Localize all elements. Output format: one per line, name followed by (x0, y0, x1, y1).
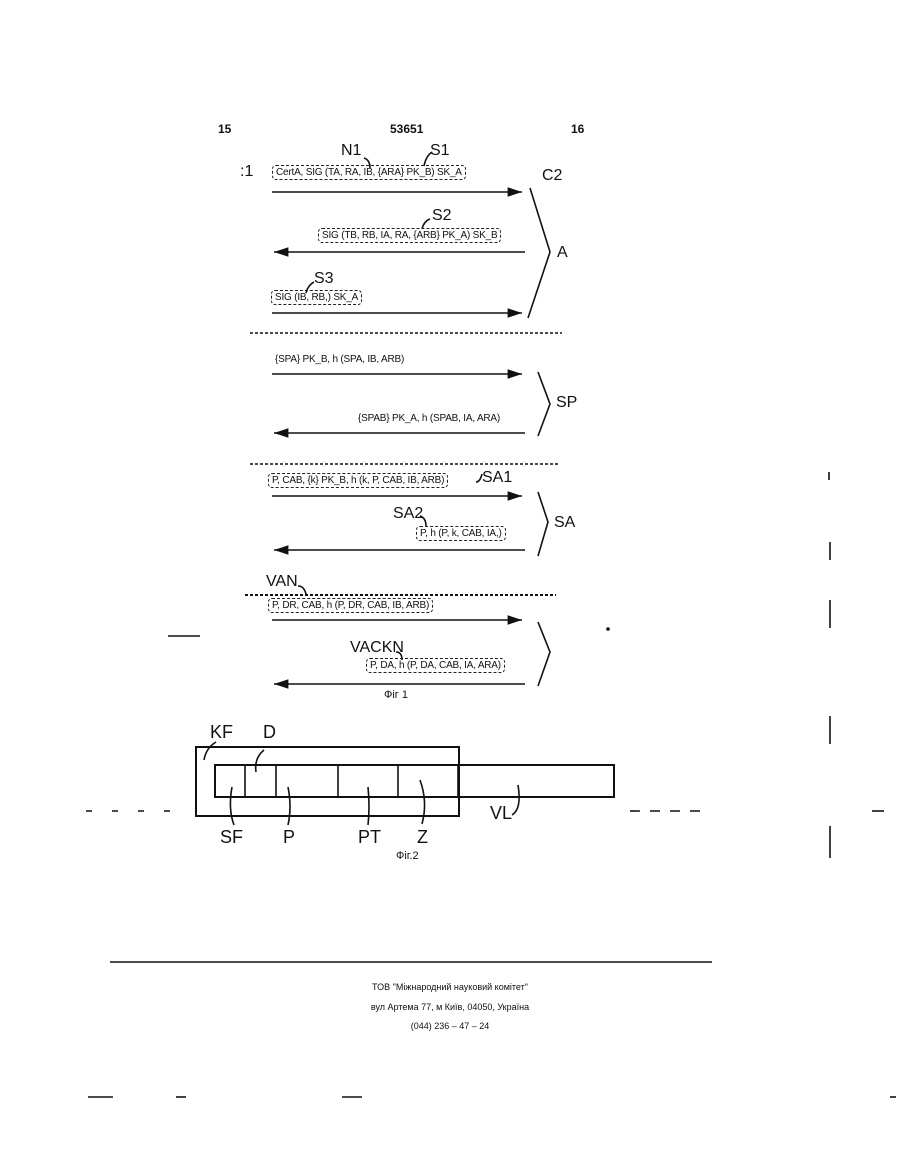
label-s3: S3 (314, 270, 334, 288)
label-kf: KF (210, 722, 233, 743)
kf-frame (196, 747, 459, 816)
label-sf: SF (220, 827, 243, 848)
label-sp: SP (556, 394, 577, 412)
label-z: Z (417, 827, 428, 848)
message-1: CertA, SIG (TA, RA, IB, {ARA} PK_B) SK_A (272, 165, 466, 180)
pointer-p (288, 787, 290, 825)
label-sa: SA (554, 514, 575, 532)
message-9: P, DA, h (P, DA, CAB, IA, ARA) (366, 658, 505, 673)
label-p: P (283, 827, 295, 848)
label-s2: S2 (432, 207, 452, 225)
label-sa2: SA2 (393, 505, 423, 523)
message-8: P, DR, CAB, h (P, DR, CAB, IB, ARB) (268, 598, 433, 613)
data-row (215, 765, 614, 797)
figure-1-caption: Фіг 1 (384, 689, 408, 701)
message-4: {SPA} PK_B, h (SPA, IB, ARB) (275, 354, 404, 365)
left-column-label: :1 (240, 163, 253, 181)
message-2: SIG (TB, RB, IA, RA, {ARB} PK_A) SK_B (318, 228, 501, 243)
message-5: {SPAB} PK_A, h (SPAB, IA, ARA) (358, 413, 500, 424)
pointer-sf (230, 787, 234, 825)
message-7: P, h (P, k, CAB, IA,) (416, 526, 506, 541)
pointer-vl (512, 785, 519, 815)
pointer-kf (204, 742, 216, 760)
message-3: SIG (IB, RB,) SK_A (271, 290, 362, 305)
brace-sp (538, 372, 550, 436)
label-vackn: VACKN (350, 639, 404, 657)
label-van: VAN (266, 573, 298, 591)
right-column-label: C2 (542, 167, 562, 185)
label-s1: S1 (430, 142, 450, 160)
pointer-z (420, 780, 425, 824)
label-a: A (557, 244, 568, 262)
brace-a (528, 188, 550, 318)
pointer-van (298, 586, 306, 594)
label-pt: PT (358, 827, 381, 848)
label-n1: N1 (341, 142, 361, 160)
pointer-pt (368, 787, 369, 825)
footer-line-3: (044) 236 – 47 – 24 (0, 1021, 900, 1031)
brace-va (538, 622, 550, 686)
figure-2-caption: Фіг.2 (396, 850, 419, 862)
label-sa1: SA1 (482, 469, 512, 487)
label-d: D (263, 722, 276, 743)
brace-sa (538, 492, 548, 556)
label-vl: VL (490, 803, 512, 824)
message-6: P, CAB, {k} PK_B, h (k, P, CAB, IB, ARB) (268, 473, 448, 488)
footer-line-2: вул Артема 77, м Київ, 04050, Україна (0, 1002, 900, 1012)
dot-artifact (606, 627, 610, 631)
footer-line-1: ТОВ "Міжнародний науковий комітет" (0, 982, 900, 992)
pointer-d (256, 750, 264, 772)
